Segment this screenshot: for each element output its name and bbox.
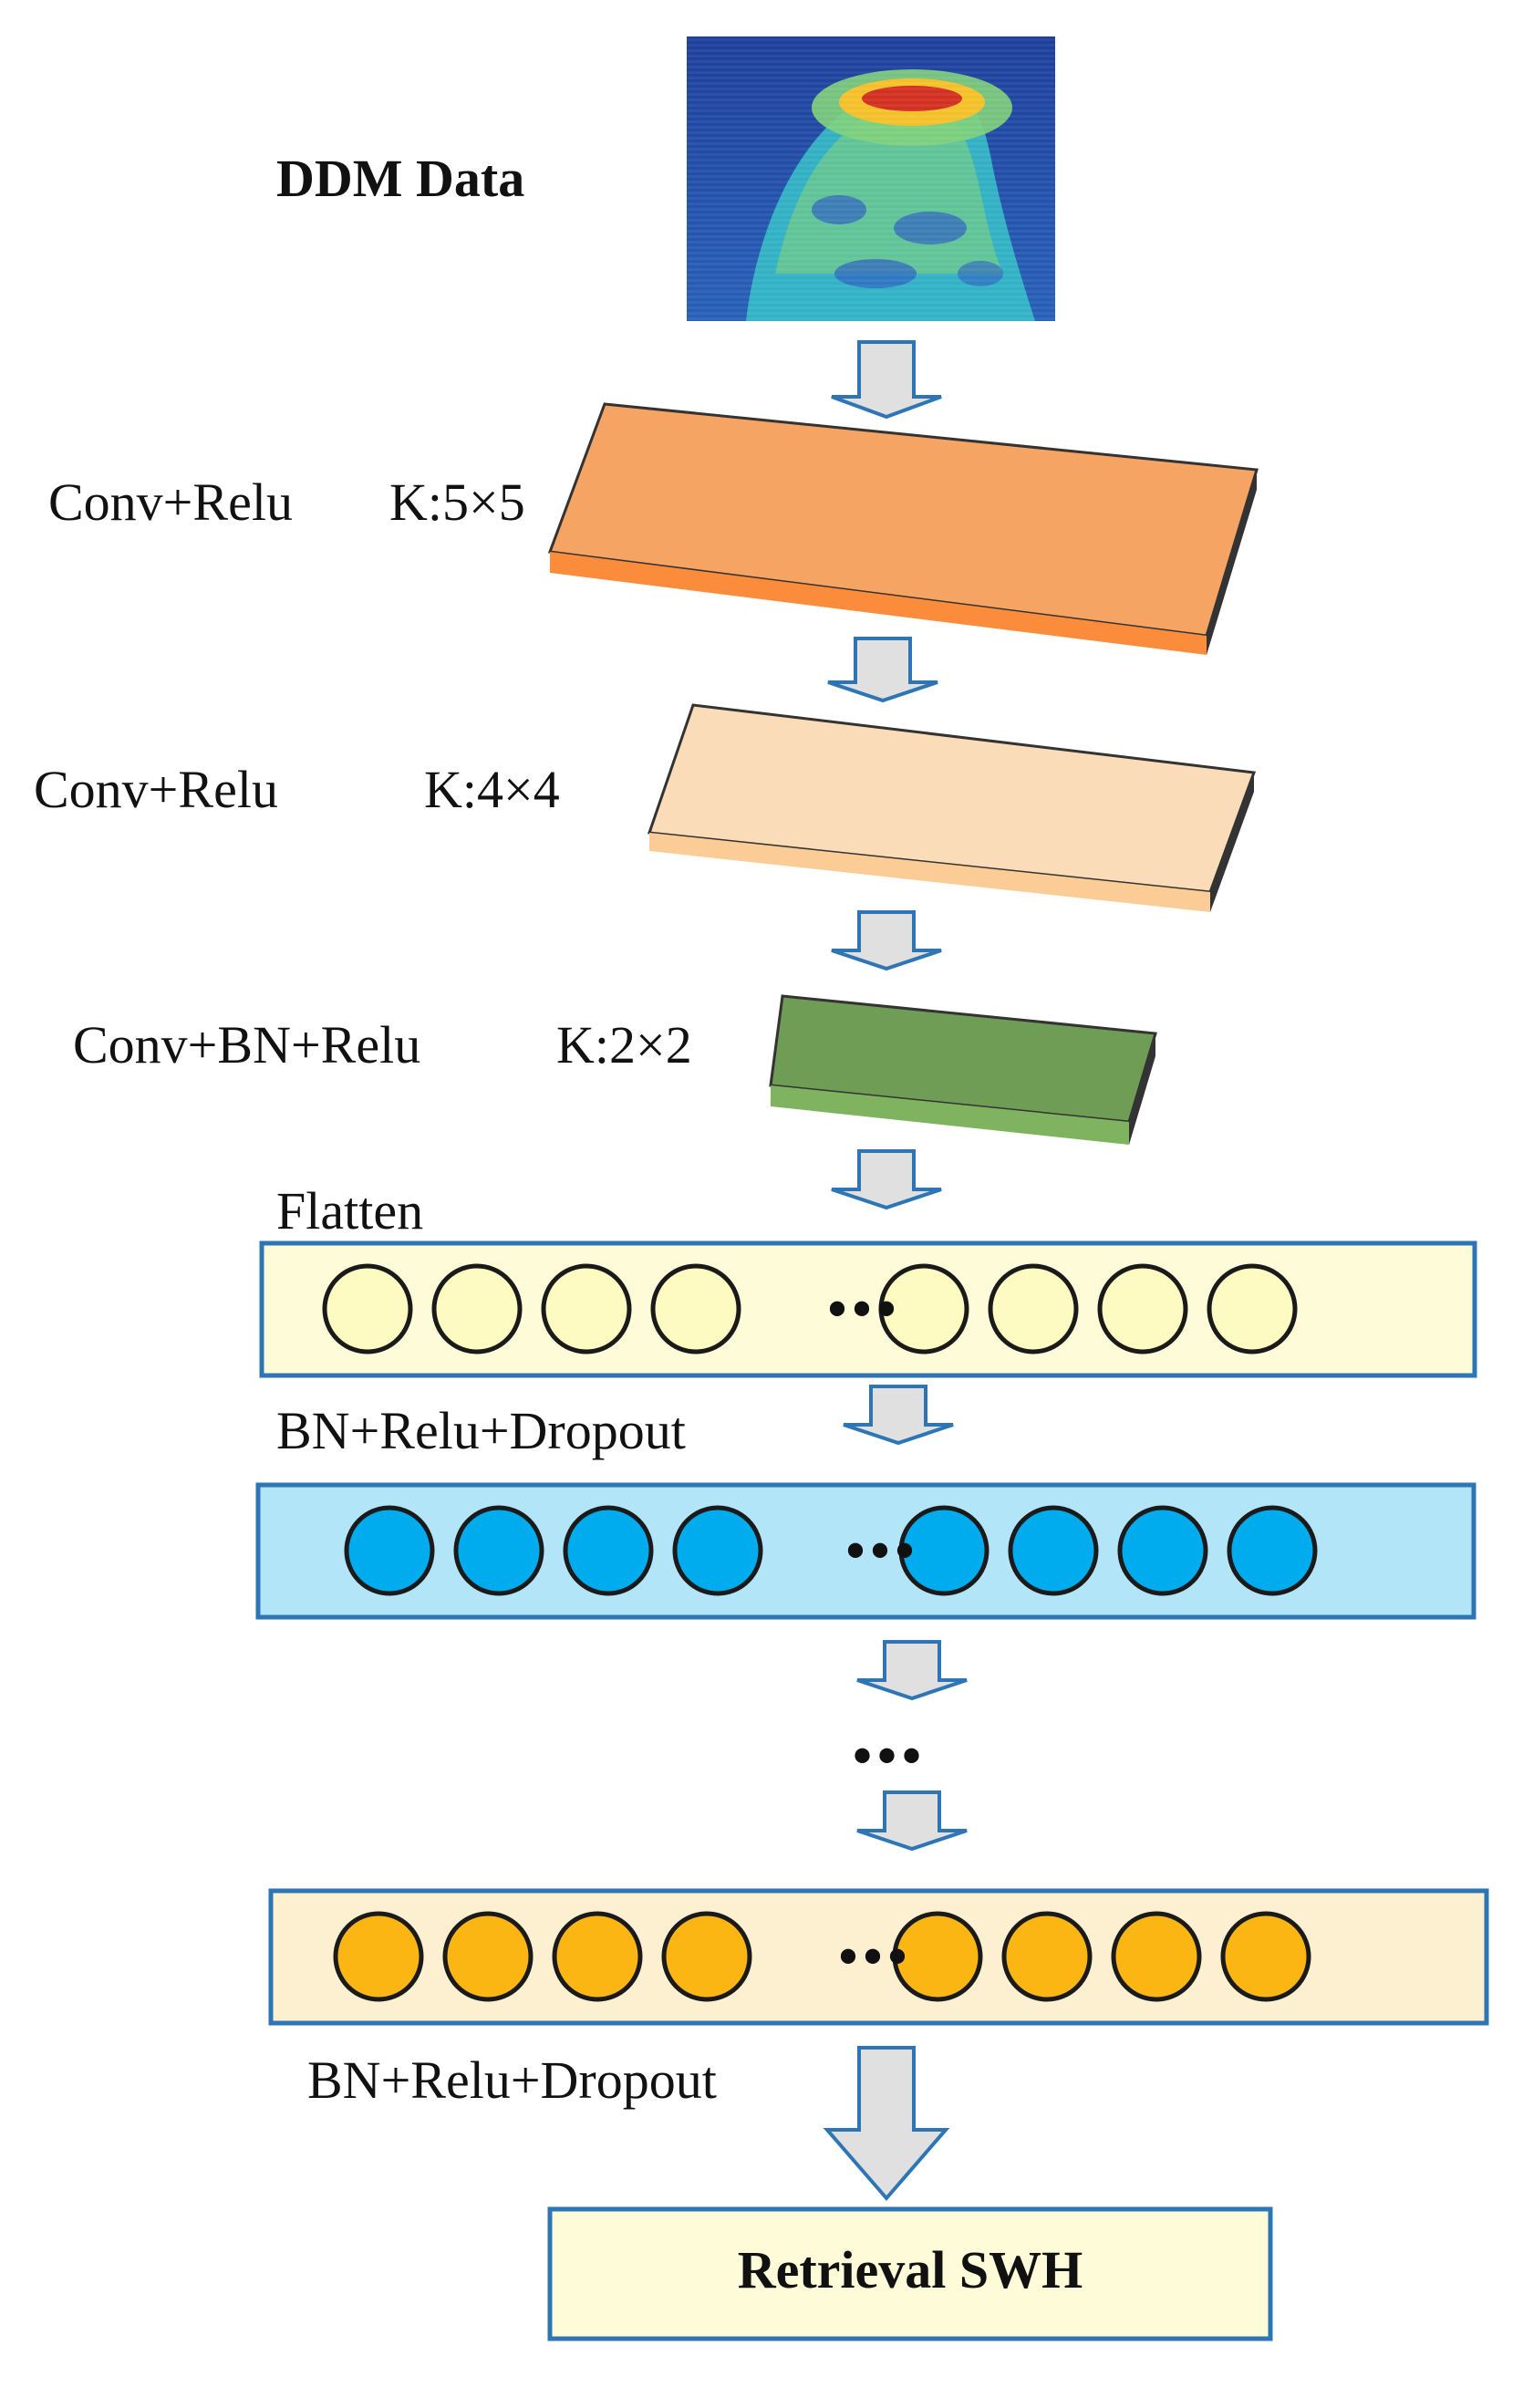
neuron-node [988, 1263, 1079, 1354]
down-arrow-4 [831, 1149, 942, 1210]
output-label: Retrieval SWH [738, 2240, 1083, 2299]
neuron-node [431, 1263, 523, 1354]
neuron-node [453, 1505, 544, 1596]
neuron-ellipsis: ••• [827, 1279, 901, 1339]
ddm-data-title: DDM Data [276, 149, 524, 208]
neuron-ellipsis: ••• [845, 1521, 919, 1581]
down-arrow-8 [823, 2046, 950, 2202]
flow-arrows [823, 340, 968, 2202]
flatten-label: Flatten [276, 1181, 423, 1240]
ddm-heatmap-image [687, 36, 1055, 322]
conv3-kernel-label: K:2×2 [556, 1015, 692, 1074]
neuron-node [442, 1911, 534, 2002]
neuron-node [563, 1505, 654, 1596]
neuron-node [1001, 1911, 1093, 2002]
neuron-node [672, 1505, 763, 1596]
neuron-node [1207, 1263, 1298, 1354]
neuron-node [1220, 1911, 1311, 2002]
conv1-feature-map [547, 402, 1259, 655]
neuron-node [1227, 1505, 1318, 1596]
conv3-op-label: Conv+BN+Relu [73, 1015, 420, 1074]
down-arrow-5 [843, 1385, 954, 1446]
conv1-op-label: Conv+Relu [48, 472, 293, 532]
neuron-node [650, 1263, 741, 1354]
conv2-op-label: Conv+Relu [34, 760, 278, 819]
neuron-node [344, 1505, 435, 1596]
neuron-node [892, 1911, 983, 2002]
down-arrow-1 [831, 340, 942, 420]
output-box: Retrieval SWH [547, 2206, 1273, 2341]
down-arrow-6 [856, 1640, 968, 1701]
conv2-kernel-label: K:4×4 [424, 760, 560, 819]
neuron-node [541, 1263, 632, 1354]
hidden-layer-1: ••• [255, 1482, 1476, 1620]
dense2-label: BN+Relu+Dropout [307, 2050, 717, 2110]
down-arrow-7 [856, 1790, 968, 1852]
neuron-node [322, 1263, 413, 1354]
neuron-node [661, 1911, 752, 2002]
neuron-ellipsis: ••• [838, 1926, 912, 1987]
neuron-node [898, 1505, 989, 1596]
neuron-node [878, 1263, 969, 1354]
conv3-feature-map [769, 994, 1157, 1145]
neuron-node [1117, 1505, 1208, 1596]
down-arrow-2 [827, 637, 938, 703]
neuron-node [552, 1911, 643, 2002]
neuron-node [1111, 1911, 1202, 2002]
conv1-kernel-label: K:5×5 [389, 472, 525, 532]
flatten-layer: ••• [259, 1240, 1477, 1378]
hidden-layer-last: ••• [268, 1888, 1489, 2026]
neuron-node [1097, 1263, 1188, 1354]
neuron-node [333, 1911, 424, 2002]
dense1-label: BN+Relu+Dropout [276, 1401, 686, 1460]
conv2-feature-map [647, 703, 1257, 912]
down-arrow-3 [831, 910, 942, 971]
neuron-node [1008, 1505, 1099, 1596]
between-ellipsis: ••• [853, 1726, 927, 1786]
